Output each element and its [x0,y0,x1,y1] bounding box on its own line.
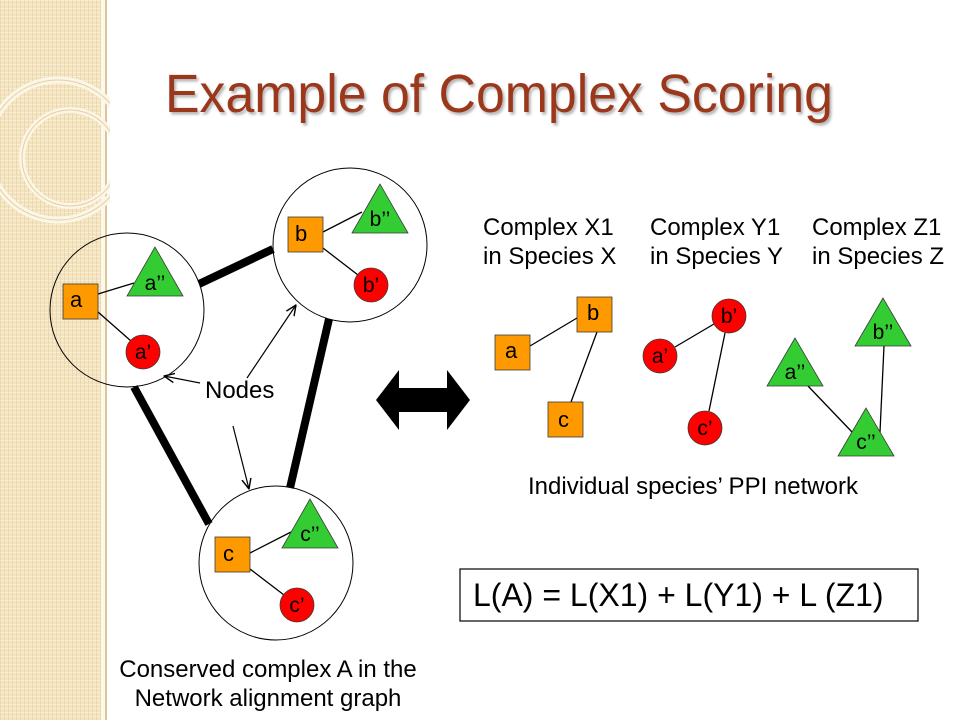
species-z-node-a-label: a’’ [785,361,806,384]
formula-box-border [459,568,919,622]
species-x-edge-a-b [529,317,578,347]
triangle-node-c2 [281,498,339,549]
node-edge-c-c2 [249,531,292,554]
species-y-node-c [687,410,723,446]
nodes-pointer-c [232,425,249,489]
decorative-ring-outer-edge [0,79,110,221]
circle-node-a1 [125,334,161,370]
species-x-node-a [494,334,531,371]
species-y-edge-b-c [708,332,726,412]
nodes-pointer-a [164,376,201,384]
alignment-edge-a-b [197,245,275,288]
square-node-b [287,216,324,253]
species-y-edge-a-b [674,323,715,348]
alignment-node-c: c c’’ c’ [198,485,354,641]
nodes-label: Nodes [205,377,274,404]
species-y-node-b-label: b’ [721,305,737,328]
species-z-edge-a-c [807,385,853,433]
alignment-caption-line2: Network alignment graph [135,685,402,712]
species-z-node-c [837,407,895,457]
species-y-node-c-label: c’ [697,417,712,440]
alignment-edge-b-c [286,318,333,489]
node-edge-b-b2 [322,211,363,233]
formula-box: L(A) = L(X1) + L(Y1) + L (Z1) [459,568,919,622]
species-y-node-a [642,338,678,374]
triangle-node-b2 [351,183,409,234]
circle-node-b1-label: b’ [363,274,379,297]
species-z-network: a’’ b’’ c’’ [766,297,912,457]
alignment-node-a: a a’’ a’ [49,232,205,388]
species-x-node-a-label: a [505,338,518,363]
square-node-c [214,536,251,573]
species-x-node-b-label: b [587,300,599,325]
node-edge-a-a2 [97,282,135,295]
species-networks-caption: Individual species’ PPI network [528,473,859,500]
triangle-node-a2-label: a’’ [145,272,166,295]
decorative-rings [0,76,110,224]
complex-z1-title: Complex Z1 [812,214,941,241]
species-x-node-b [576,296,613,333]
species-z-node-a [766,337,824,387]
square-node-c-label: c [223,541,234,566]
circle-node-a1-label: a’ [135,341,151,364]
species-y-network: a’ b’ c’ [642,298,747,446]
species-z-node-b [854,297,912,347]
node-edge-a-a1 [97,311,132,342]
alignment-edge-a-c [130,385,213,526]
triangle-node-b2-label: b’’ [370,208,391,231]
side-decoration [0,0,110,720]
alignment-graph: a a’’ a’ b b’’ b’ c c’’ [49,167,428,712]
page-title: Example of Complex Scoring [165,64,833,124]
square-node-b-label: b [295,221,307,246]
species-y-node-b [711,298,747,334]
node-container-c [198,485,354,641]
species-networks: Complex X1 in Species X Complex Y1 in Sp… [483,214,944,500]
node-container-a [49,232,205,388]
complex-y1-species: in Species Y [650,243,783,270]
nodes-pointer-b [246,305,296,379]
decorative-ring-inner-edge [21,109,110,207]
circle-node-b1 [353,267,389,303]
double-arrow-icon [376,370,470,430]
species-x-edge-b-c [570,331,598,403]
circle-node-c1 [279,587,315,623]
node-container-b [272,167,428,323]
complex-x1-species: in Species X [483,243,616,270]
side-strip-highlight [101,0,105,720]
triangle-node-c2-label: c’’ [300,523,319,546]
complex-x1-title: Complex X1 [483,214,614,241]
node-edge-c-c1 [249,568,285,596]
species-z-node-c-label: c’’ [856,431,875,454]
alignment-caption-line1: Conserved complex A in the [119,656,417,683]
complex-y1-title: Complex Y1 [650,214,780,241]
species-z-node-b-label: b’’ [873,321,894,344]
alignment-node-b: b b’’ b’ [272,167,428,323]
triangle-node-a2 [126,246,184,297]
species-z-edge-b-c [879,345,885,433]
square-node-a-label: a [70,287,83,312]
square-node-a [62,283,99,320]
side-strip [0,0,101,720]
species-x-node-c-label: c [558,407,569,432]
species-x-node-c [547,401,584,438]
formula-text: L(A) = L(X1) + L(Y1) + L (Z1) [473,577,884,613]
species-y-node-a-label: a’ [652,345,668,368]
side-strip-border [105,0,107,720]
complex-z1-species: in Species Z [812,243,944,270]
circle-node-c1-label: c’ [289,594,304,617]
node-edge-b-b1 [322,247,359,276]
species-x-network: a b c [494,296,613,438]
